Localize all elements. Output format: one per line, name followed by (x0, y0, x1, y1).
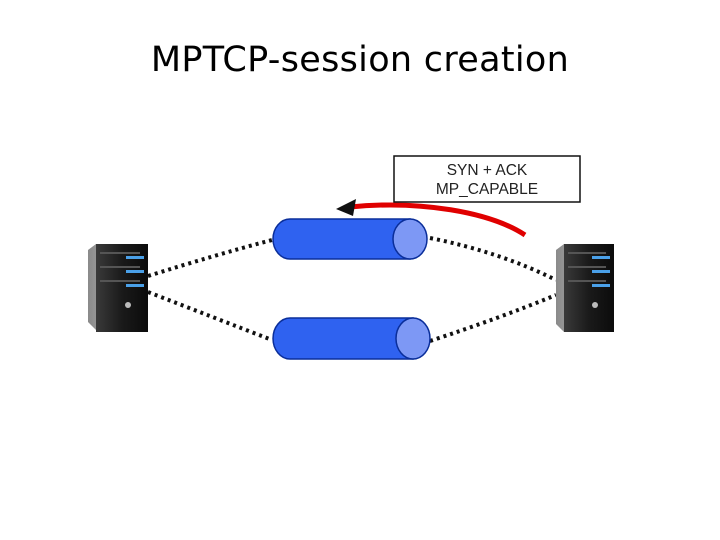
message-line-mp-capable: MP_CAPABLE (436, 181, 538, 198)
dotted-links (147, 236, 557, 343)
slide-title: MPTCP-session creation (150, 40, 570, 80)
subflow-pipe-top (272, 218, 428, 260)
link-left-bottom (147, 290, 273, 342)
subflow-pipe-bottom (272, 317, 431, 360)
link-left-top (147, 238, 273, 278)
server-left-icon (88, 244, 148, 332)
red-arrow-icon (336, 199, 527, 238)
link-right-bottom (429, 293, 557, 343)
server-right-icon (556, 244, 614, 332)
message-box: SYN + ACK MP_CAPABLE (393, 155, 581, 203)
message-line-syn-ack: SYN + ACK (447, 162, 528, 179)
link-right-top (429, 236, 557, 282)
